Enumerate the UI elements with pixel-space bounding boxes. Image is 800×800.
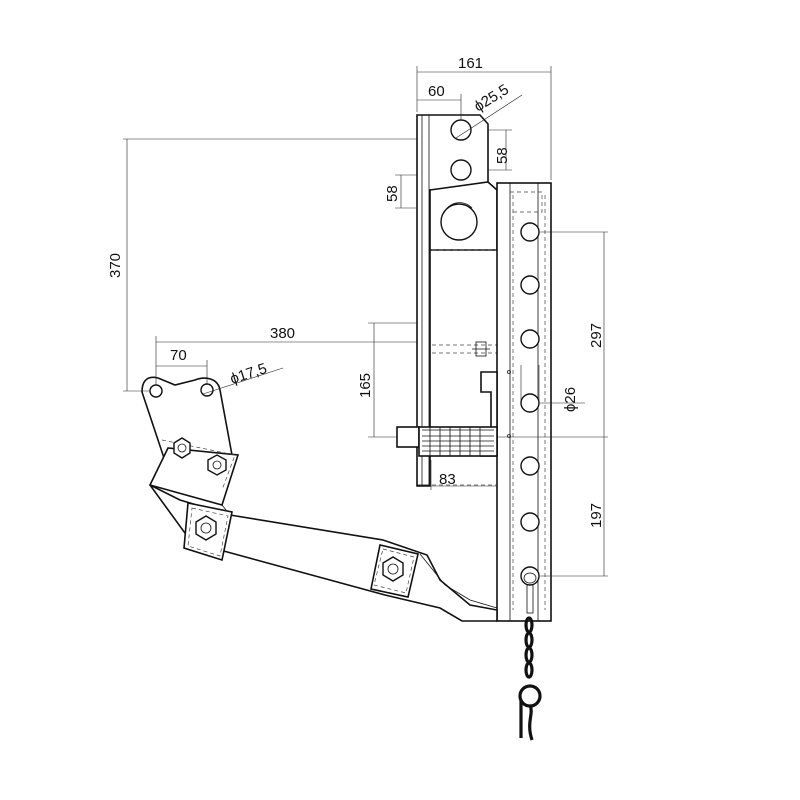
hex-nut-icon: [173, 437, 191, 459]
plate-hole-middle: [450, 159, 472, 181]
beam-hole-3: [520, 329, 540, 349]
beam-hole-4: [520, 393, 540, 413]
dim-height-left: 370: [107, 253, 124, 278]
dim-beam-upper: 297: [588, 323, 605, 348]
beam-hole-6: [520, 512, 540, 532]
dim-width-total: 161: [458, 55, 483, 72]
dim-hole-diameter-top: ϕ25,5: [471, 81, 512, 115]
beam-hole-1: [520, 222, 540, 242]
beam-hole-2: [520, 275, 540, 295]
arm-hole-left: [149, 384, 163, 398]
dim-arm-hole-spacing: 70: [170, 347, 187, 364]
spline-shaft: [396, 426, 498, 457]
lynch-pin-icon: [518, 684, 542, 741]
dim-hole-spacing-left: 58: [384, 185, 401, 202]
dim-arm-hole-diameter: ϕ17,5: [228, 360, 269, 388]
arm-assembly: [141, 376, 498, 622]
beam-hole-7: [520, 566, 540, 586]
dimension-lines: [123, 66, 608, 577]
hex-nut-icon: [382, 556, 404, 582]
dim-beam-hole-diameter: ϕ26: [562, 387, 579, 412]
arm-hole-right: [200, 383, 214, 397]
hex-nut-icon: [207, 454, 227, 476]
beam-hole-5: [520, 456, 540, 476]
pin-hole-large: [440, 203, 478, 241]
dim-arm-reach: 380: [270, 325, 295, 342]
dim-hole-spacing-vertical: 58: [494, 147, 511, 164]
chain-icon: [524, 616, 534, 679]
hex-nut-icon: [195, 515, 217, 541]
vertical-beam: [496, 182, 552, 622]
dim-width-top: 60: [428, 83, 445, 100]
dim-bracket-height: 165: [357, 373, 374, 398]
dim-beam-lower: 197: [588, 503, 605, 528]
dim-spline-length: 83: [439, 471, 456, 488]
